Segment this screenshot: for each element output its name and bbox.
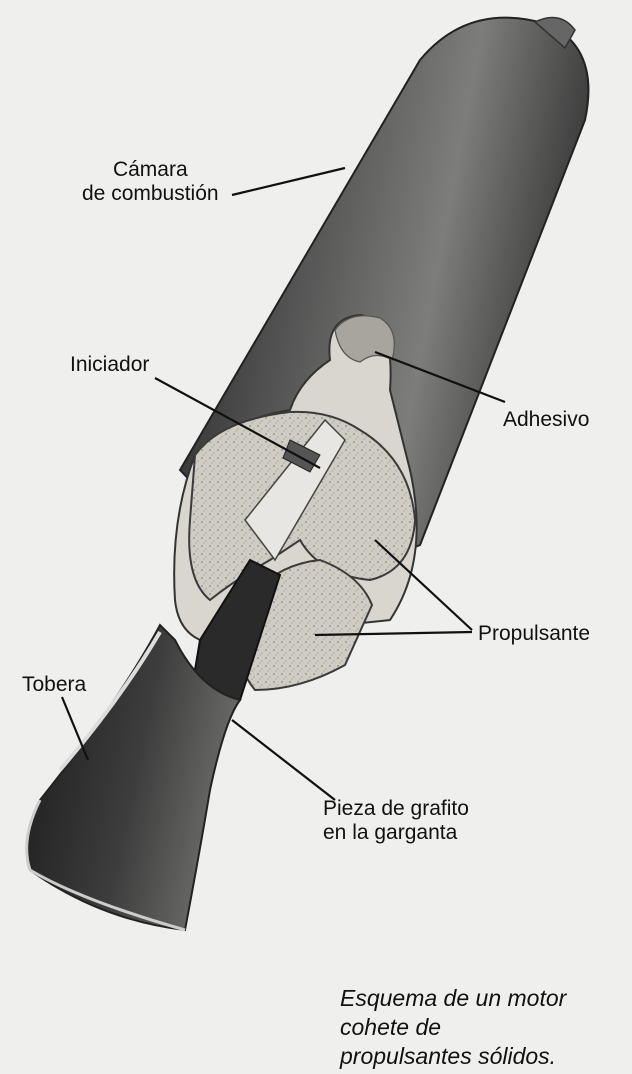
label-pieza: Pieza de grafito en la garganta	[323, 797, 469, 845]
caption-line1: Esquema de un motor	[340, 984, 566, 1013]
label-camara: Cámara de combustión	[82, 158, 219, 206]
label-pieza-line2: en la garganta	[323, 821, 469, 845]
label-iniciador: Iniciador	[70, 353, 149, 377]
leader-camara	[232, 168, 345, 195]
leader-pieza	[232, 720, 335, 800]
label-propulsante: Propulsante	[478, 622, 590, 646]
label-camara-line2: de combustión	[82, 182, 219, 206]
label-adhesivo: Adhesivo	[503, 408, 589, 432]
label-pieza-line1: Pieza de grafito	[323, 797, 469, 821]
label-tobera: Tobera	[22, 673, 86, 697]
figure-caption: Esquema de un motor cohete de propulsant…	[340, 984, 566, 1071]
label-camara-line1: Cámara	[82, 158, 219, 182]
caption-line3: propulsantes sólidos.	[340, 1042, 566, 1071]
caption-line2: cohete de	[340, 1013, 566, 1042]
